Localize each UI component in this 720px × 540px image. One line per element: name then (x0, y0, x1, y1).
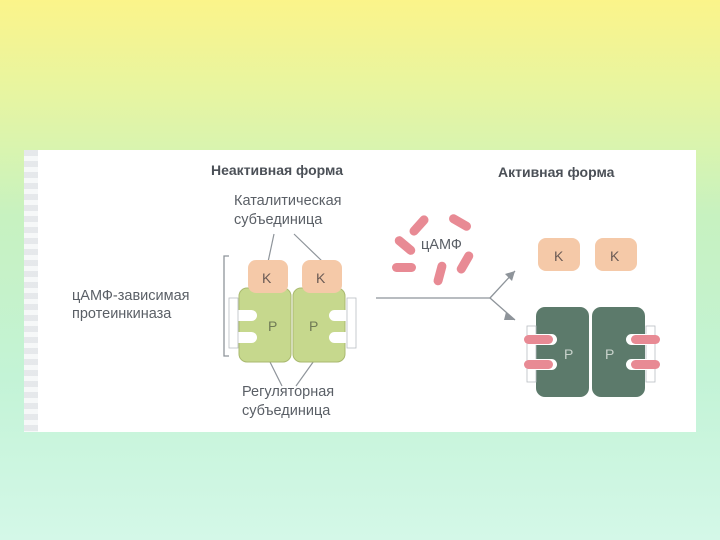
catalytic-pointer-right (293, 233, 324, 263)
camp-label: цАМФ (421, 237, 462, 253)
regulatory-subunit-label-line1: Регуляторная (242, 384, 335, 400)
inactive-catalytic-subunits (248, 260, 342, 293)
kinase-label-line2: протеинкиназа (72, 306, 172, 322)
camp-molecules (392, 214, 474, 286)
active-catalytic-subunit-letter: K (610, 248, 620, 264)
arrow-head-up (505, 271, 515, 281)
bound-camp-molecules (524, 335, 660, 369)
active-regulatory-subunit-letter: P (564, 346, 574, 362)
active-catalytic-subunit-letter: K (554, 248, 564, 264)
inactive-form-title: Неактивная форма (211, 162, 344, 178)
catalytic-subunit-label-line2: субъединица (234, 212, 323, 228)
inactive-regulatory-subunits (228, 287, 357, 363)
regulatory-subunit-letter: P (309, 318, 319, 334)
catalytic-subunit-label-line1: Каталитическая (234, 193, 342, 209)
active-catalytic-subunits (538, 238, 637, 271)
kinase-bracket (223, 255, 229, 357)
active-regulatory-subunit-letter: P (605, 346, 615, 362)
catalytic-pointer-left (267, 233, 275, 263)
diagram-graphics (223, 214, 660, 397)
diagram-panel: Неактивная форма Активная форма Каталити… (24, 150, 696, 432)
scan-texture (24, 150, 38, 432)
regulatory-subunit-label-line2: субъединица (242, 403, 331, 419)
catalytic-subunit-letter: K (262, 270, 272, 286)
reaction-arrow (376, 270, 516, 321)
active-regulatory-subunits (526, 307, 656, 397)
active-form-title: Активная форма (498, 164, 615, 180)
catalytic-subunit-letter: K (316, 270, 326, 286)
regulatory-pointer-right (295, 357, 317, 387)
arrow-head-down (504, 312, 515, 320)
kinase-label-line1: цАМФ-зависимая (72, 288, 190, 304)
regulatory-pointer-left (267, 357, 283, 387)
regulatory-subunit-letter: P (268, 318, 278, 334)
